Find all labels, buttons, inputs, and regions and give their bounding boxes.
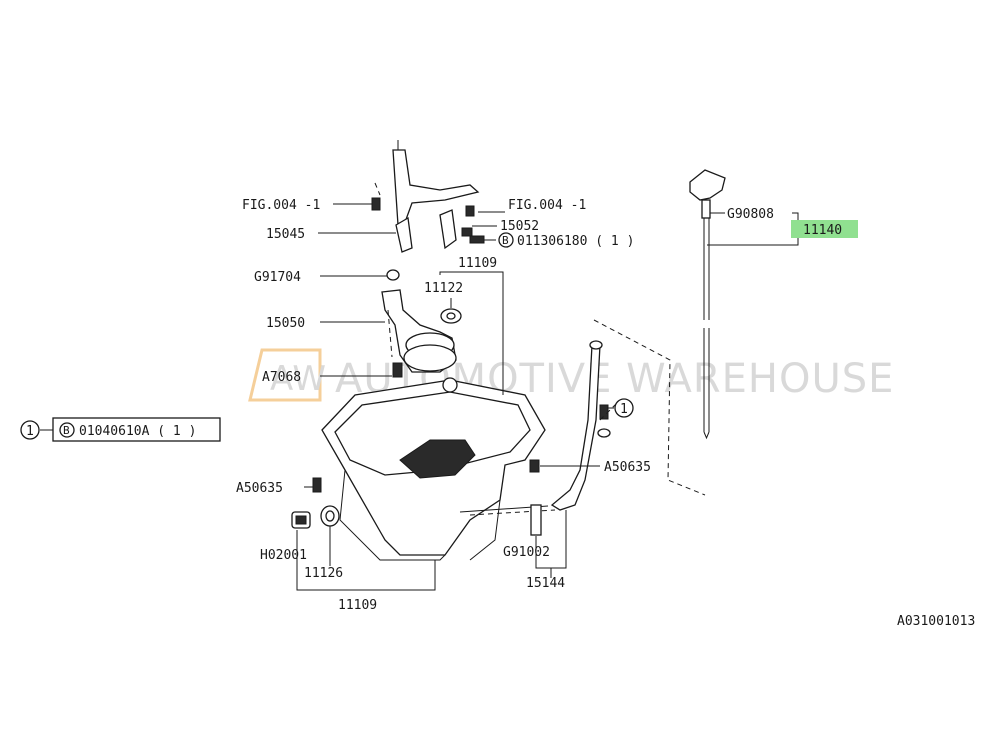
label-g91002[interactable]: G91002 <box>503 545 550 560</box>
label-g90808[interactable]: G90808 <box>727 207 774 222</box>
circle-ref-left <box>20 420 40 440</box>
gasket-11122 <box>440 308 462 324</box>
bolt-a7068 <box>392 362 403 378</box>
label-11140[interactable]: 11140 <box>803 223 842 238</box>
label-fig-left[interactable]: FIG.004 -1 <box>242 198 320 213</box>
circle-b-top-letter: B <box>502 234 509 247</box>
bolt-15052 <box>461 227 473 237</box>
label-11109-top[interactable]: 11109 <box>458 256 497 271</box>
label-g91704[interactable]: G91704 <box>254 270 301 285</box>
label-11109-bottom[interactable]: 11109 <box>338 598 377 613</box>
label-a50635-right[interactable]: A50635 <box>604 460 651 475</box>
drain-plug-h02001 <box>291 511 311 529</box>
label-left-ref-num: 1 <box>26 424 34 439</box>
label-a7068[interactable]: A7068 <box>262 370 301 385</box>
label-15144[interactable]: 15144 <box>526 576 565 591</box>
label-11126[interactable]: 11126 <box>304 566 343 581</box>
label-15050[interactable]: 15050 <box>266 316 305 331</box>
o-ring-g91704 <box>386 269 400 281</box>
label-11122[interactable]: 11122 <box>424 281 463 296</box>
label-15052[interactable]: 15052 <box>500 219 539 234</box>
gasket-11126 <box>320 505 340 527</box>
box-left-ref <box>52 417 221 442</box>
bolt-fig-right <box>465 205 475 217</box>
callout-labels: FIG.004 -1 FIG.004 -1 15045 15052 B 0113… <box>20 198 975 629</box>
label-fig-right[interactable]: FIG.004 -1 <box>508 198 586 213</box>
label-diagram-id: A031001013 <box>897 614 975 629</box>
bolt-b-top <box>469 235 485 244</box>
label-left-ref-code[interactable]: 01040610A ( 1 ) <box>79 424 196 439</box>
oil-pan-11109 <box>321 377 546 561</box>
watermark-logo-frame <box>248 348 322 402</box>
highlight-11140 <box>791 220 858 238</box>
oil-level-gauge-11140 <box>689 169 726 440</box>
label-15045[interactable]: 15045 <box>266 227 305 242</box>
circle-b-top <box>498 232 514 248</box>
bolt-fig-left <box>371 197 381 211</box>
label-a50635-left[interactable]: A50635 <box>236 481 283 496</box>
label-circle-ref-right: 1 <box>620 402 628 417</box>
label-bolt-top-code[interactable]: 011306180 ( 1 ) <box>517 234 634 249</box>
o-ring-g91002 <box>530 504 542 536</box>
circle-b-left <box>59 422 75 438</box>
circle-ref-right <box>614 398 634 418</box>
bracket-bolt-right <box>597 404 611 438</box>
watermark-logo: AW <box>270 359 327 399</box>
bolt-a50635-left <box>312 477 322 493</box>
circle-b-left-letter: B <box>63 424 70 437</box>
bracket-15045 <box>374 140 480 253</box>
oil-strainer-15050 <box>381 289 457 373</box>
bolt-a50635-right <box>529 459 540 473</box>
label-h02001[interactable]: H02001 <box>260 548 307 563</box>
